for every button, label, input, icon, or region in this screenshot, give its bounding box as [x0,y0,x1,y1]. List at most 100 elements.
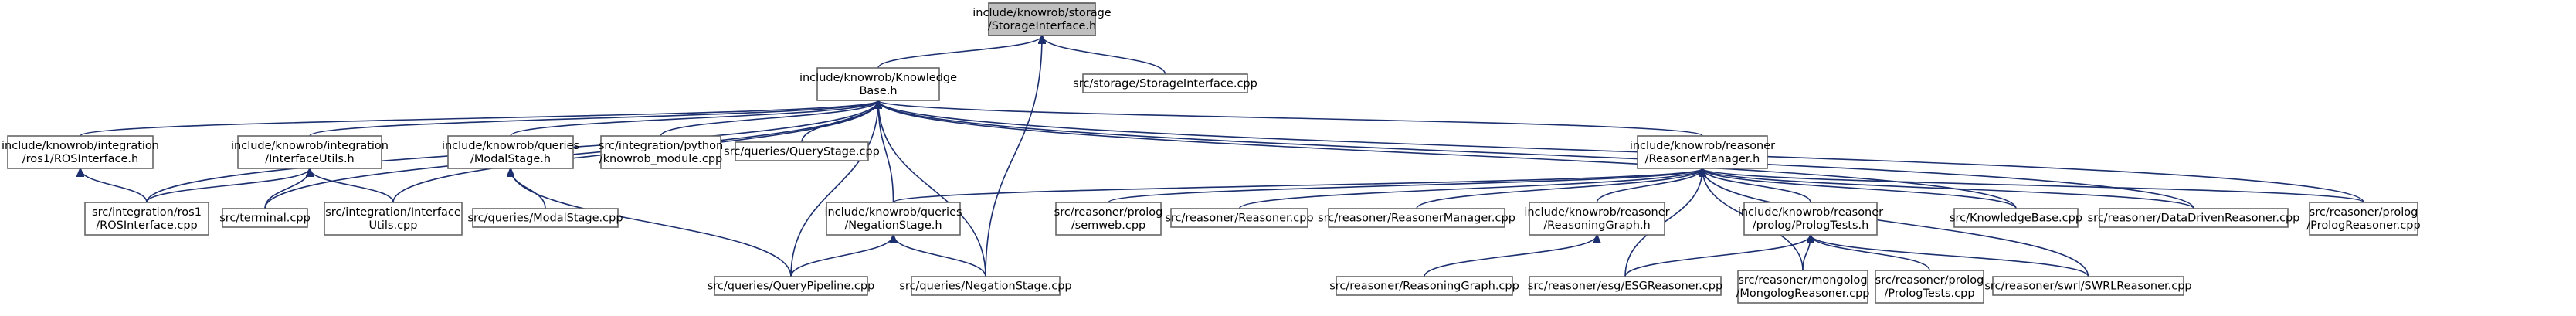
node-kb_h[interactable]: include/knowrob/KnowledgeBase.h [799,67,957,101]
node-label: Utils.cpp [369,219,418,232]
node-label: /MongologReasoner.cpp [1736,287,1869,300]
node-pipeline_cpp[interactable]: src/queries/QueryPipeline.cpp [708,276,875,296]
node-rm_h[interactable]: include/knowrob/reasoner/ReasonerManager… [1630,135,1775,169]
node-label: /knowrob_module.cpp [599,153,723,165]
node-label: /prolog/PrologTests.h [1753,219,1869,232]
edge-python_cpp-to-kb_h [660,100,879,137]
node-label: src/queries/QueryPipeline.cpp [708,280,875,293]
node-box [2099,208,2289,228]
node-box [1992,276,2184,296]
node-label: include/knowrob/integration [231,140,389,152]
edge-modal_cpp-to-modal_h [511,168,546,209]
node-label: src/reasoner/esg/ESGReasoner.cpp [1528,280,1722,293]
node-label: src/reasoner/prolog [1054,206,1163,219]
edge-plr_cpp-to-kb_h [878,100,2364,203]
edge-swrl_cpp-to-plt_h [1811,235,2089,277]
edge-negation_cpp-to-storage_h [985,36,1042,277]
node-rg_cpp[interactable]: src/reasoner/ReasoningGraph.cpp [1329,276,1519,296]
node-box [237,135,382,169]
node-rm_cpp[interactable]: src/reasoner/ReasonerManager.cpp [1318,208,1515,228]
node-querystage_cpp[interactable]: src/queries/QueryStage.cpp [724,141,880,161]
node-plt_cpp[interactable]: src/reasoner/prolog/PrologTests.cpp [1875,270,1984,304]
node-plt_h[interactable]: include/knowrob/reasoner/prolog/PrologTe… [1738,202,1883,236]
node-label: include/knowrob/reasoner [1738,206,1883,219]
node-label: /StorageInterface.h [988,20,1096,32]
node-ddr_cpp[interactable]: src/reasoner/DataDrivenReasoner.cpp [2088,208,2300,228]
node-label: src/reasoner/ReasonerManager.cpp [1318,212,1515,225]
node-mongolog_cpp[interactable]: src/reasoner/mongolog/MongologReasoner.c… [1736,270,1870,304]
node-box [1953,208,2079,228]
node-plr_cpp[interactable]: src/reasoner/prolog/PrologReasoner.cpp [2306,202,2421,236]
node-label: /ros1/ROSInterface.h [22,153,138,165]
node-storage_h[interactable]: include/knowrob/storage/StorageInterface… [972,2,1112,36]
edge-iutils_cpp-to-iutils_h [310,168,394,203]
node-label: /PrologReasoner.cpp [2306,219,2420,232]
node-swrl_cpp[interactable]: src/reasoner/swrl/SWRLReasoner.cpp [1984,276,2192,296]
edge-reasoner_cpp-to-rm_h [1238,168,1703,209]
edge-swrl_cpp-to-rm_h [1702,168,2089,277]
edge-iutils_h-to-kb_h [309,100,878,137]
node-label: src/reasoner/mongolog [1738,274,1867,287]
node-negation_cpp[interactable]: src/queries/NegationStage.cpp [899,276,1072,296]
edge-plr_cpp-to-rm_h [1702,168,2364,203]
node-semweb_cpp[interactable]: src/reasoner/prolog/semweb.cpp [1054,202,1163,236]
node-box [1737,270,1868,304]
node-box [816,67,940,101]
node-label: /ModalStage.h [470,153,551,165]
node-storage_cpp[interactable]: src/storage/StorageInterface.cpp [1073,73,1257,93]
node-modal_h[interactable]: include/knowrob/queries/ModalStage.h [442,135,579,169]
edge-rm_h-to-kb_h [878,100,1703,137]
edge-esg_cpp-to-plt_h [1624,235,1811,277]
node-box [324,202,463,236]
node-ros1_h[interactable]: include/knowrob/integration/ros1/ROSInte… [2,135,159,169]
edge-negation_h-to-rm_h [892,168,1703,203]
edge-negation_cpp-to-negation_h [894,235,986,277]
node-modal_cpp[interactable]: src/queries/ModalStage.cpp [467,208,623,228]
node-ros1_cpp[interactable]: src/integration/ros1/ROSInterface.cpp [84,202,209,236]
edge-plt_cpp-to-plt_h [1811,235,1930,271]
node-reasoner_cpp[interactable]: src/reasoner/Reasoner.cpp [1165,208,1314,228]
node-label: include/knowrob/queries [442,140,579,152]
node-label: src/KnowledgeBase.cpp [1950,212,2082,225]
node-box [911,276,1061,296]
edge-plt_h-to-rm_h [1702,168,1811,203]
node-terminal_cpp[interactable]: src/terminal.cpp [219,208,311,228]
node-box [7,135,154,169]
edge-pipeline_cpp-to-kb_h [790,100,878,277]
node-box [84,202,209,236]
edge-negation_cpp-to-kb_h [878,100,986,277]
node-box [714,276,868,296]
node-kb_cpp[interactable]: src/KnowledgeBase.cpp [1950,208,2082,228]
node-box [1055,202,1162,236]
node-label: /ReasoningGraph.h [1543,219,1650,232]
node-negation_h[interactable]: include/knowrob/queries/NegationStage.h [824,202,962,236]
edge-ddr_cpp-to-kb_h [878,100,2194,209]
node-iutils_cpp[interactable]: src/integration/InterfaceUtils.cpp [324,202,463,236]
node-label: include/knowrob/queries [824,206,962,219]
node-label: include/knowrob/Knowledge [799,72,957,84]
node-box [988,2,1096,36]
node-box [2309,202,2418,236]
node-label: /semweb.cpp [1071,219,1145,232]
node-label: src/reasoner/prolog [1875,274,1984,287]
node-label: src/reasoner/Reasoner.cpp [1165,212,1313,225]
node-esg_cpp[interactable]: src/reasoner/esg/ESGReasoner.cpp [1528,276,1722,296]
node-label: include/knowrob/reasoner [1524,206,1669,219]
node-python_cpp[interactable]: src/integration/python/knowrob_module.cp… [599,135,723,169]
node-label: include/knowrob/integration [2,140,159,152]
edge-ros1_cpp-to-ros1_h [80,168,148,203]
node-label: src/integration/Interface [325,206,461,219]
node-label: /PrologTests.cpp [1884,287,1974,300]
node-rg_h[interactable]: include/knowrob/reasoner/ReasoningGraph.… [1524,202,1670,236]
node-box [1529,202,1665,236]
node-label: include/knowrob/storage [972,7,1112,19]
node-box [472,208,619,228]
node-label: src/reasoner/swrl/SWRLReasoner.cpp [1984,280,2191,293]
node-box [1529,276,1722,296]
node-label: src/integration/ros1 [92,206,202,219]
edge-kb_cpp-to-kb_h [878,100,2017,209]
edge-rg_h-to-rm_h [1596,168,1703,203]
node-iutils_h[interactable]: include/knowrob/integration/InterfaceUti… [231,135,389,169]
edge-semweb_cpp-to-rm_h [1108,168,1702,203]
